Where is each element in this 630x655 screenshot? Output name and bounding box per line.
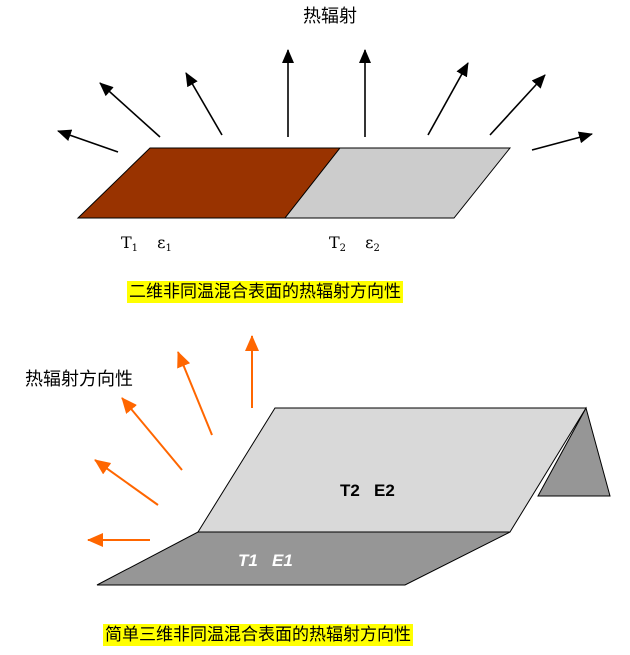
lower-face-label: T1 E1 xyxy=(238,551,293,570)
top-caption: 二维非同温混合表面的热辐射方向性 xyxy=(127,281,403,303)
radiation-arrow xyxy=(177,351,213,436)
radiation-arrow xyxy=(489,74,546,136)
surface-2 xyxy=(283,147,512,219)
top-title: 热辐射 xyxy=(303,6,357,27)
bottom-caption: 简单三维非同温混合表面的热辐射方向性 xyxy=(103,624,413,646)
radiation-arrow xyxy=(57,129,119,153)
bottom-label: 热辐射方向性 xyxy=(25,369,133,390)
lower-face xyxy=(96,531,511,586)
radiation-arrow xyxy=(99,82,161,138)
radiation-arrow xyxy=(121,397,183,471)
upper-face xyxy=(197,407,587,533)
radiation-arrow xyxy=(94,459,159,506)
surface-1-label: T1 ε1 xyxy=(121,233,172,255)
surface-2-label: T2 ε2 xyxy=(329,233,380,255)
upper-face-label: T2 E2 xyxy=(340,481,395,500)
radiation-arrow xyxy=(531,131,593,151)
side-face xyxy=(537,406,611,497)
radiation-arrow xyxy=(185,72,223,136)
top-radiation-arrows xyxy=(57,49,593,153)
bottom-radiation-arrows xyxy=(87,335,259,547)
radiation-arrow xyxy=(427,62,469,136)
